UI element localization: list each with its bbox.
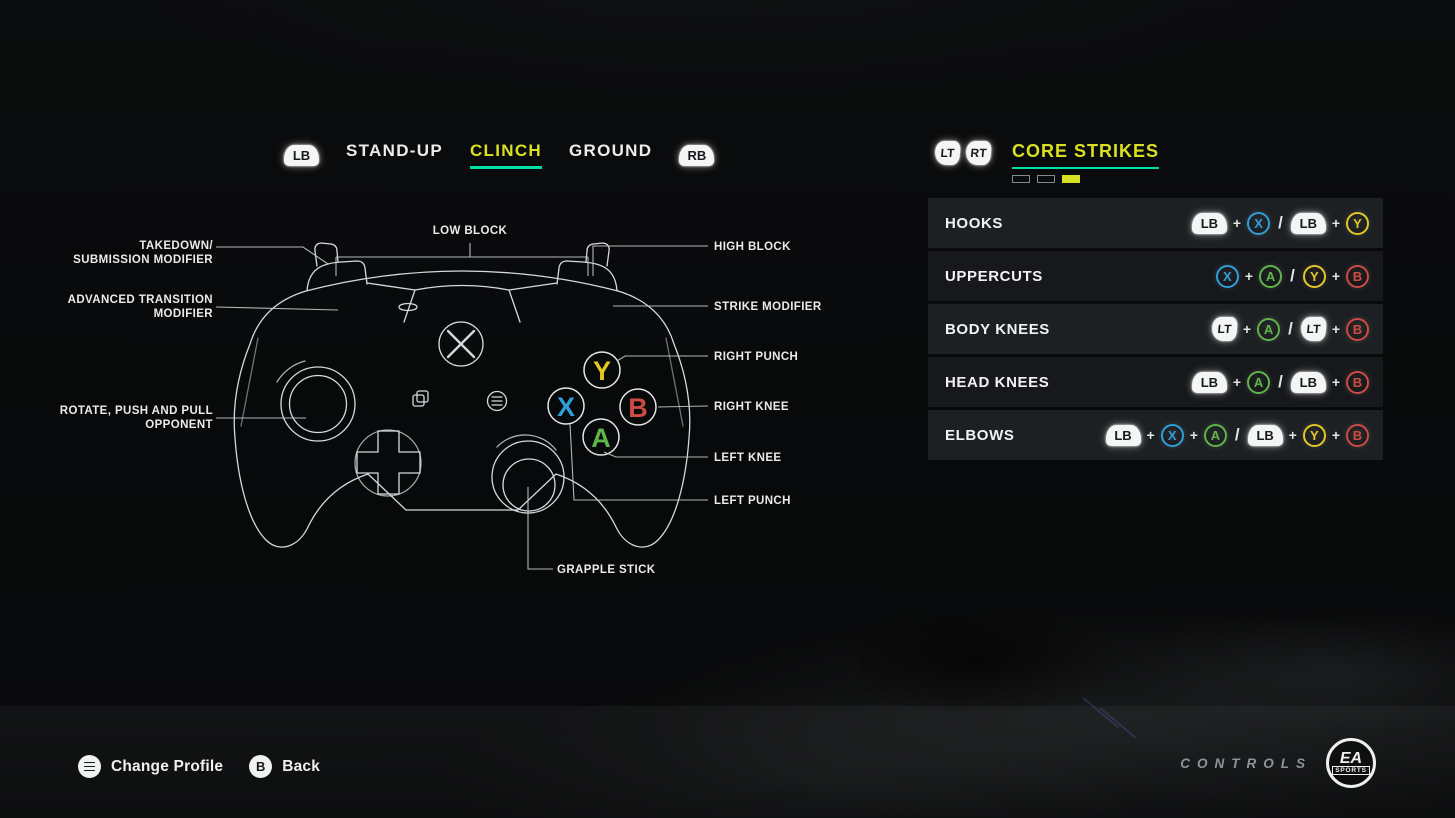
plus-separator: + [1331, 321, 1340, 337]
controls-title: CONTROLS [1180, 755, 1312, 771]
y-face-button-icon: Y [1302, 264, 1326, 288]
label-rotate-push-pull-opponent: ROTATE, PUSH AND PULL OPPONENT [59, 405, 213, 431]
y-face-button-icon: Y [1346, 211, 1369, 235]
lb-button-icon[interactable]: LB [284, 144, 319, 166]
button-combo: LB + X / LB + Y [1191, 211, 1369, 235]
plus-separator: + [1331, 374, 1340, 390]
footer-branding: CONTROLS EA SPORTS [1180, 738, 1376, 788]
ea-sports-logo: EA SPORTS [1326, 738, 1376, 788]
label-strike-modifier: STRIKE MODIFIER [714, 301, 822, 313]
y-face-button-icon: Y [1302, 423, 1326, 447]
stance-tab-bar: LB STAND-UP CLINCH GROUND RB [284, 141, 715, 169]
lb-button-icon: LB [1290, 212, 1326, 234]
footer-hints: Change Profile B Back [78, 755, 320, 778]
lb-button-icon: LB [1247, 424, 1283, 446]
page-dot [1062, 175, 1080, 183]
move-name: BODY KNEES [945, 320, 1050, 338]
plus-separator: + [1242, 321, 1252, 337]
label-right-knee: RIGHT KNEE [714, 401, 789, 413]
x-face-button-icon: X [1247, 211, 1271, 235]
a-face-button-icon: A [1259, 264, 1283, 288]
rb-button-icon[interactable]: RB [679, 144, 715, 166]
label-right-punch: RIGHT PUNCH [714, 351, 799, 363]
lb-button-icon: LB [1105, 424, 1141, 446]
panel-title: CORE STRIKES [1012, 141, 1160, 169]
slash-separator: / [1288, 319, 1293, 338]
tab-ground[interactable]: GROUND [568, 141, 653, 160]
plus-separator: + [1189, 427, 1198, 443]
menu-button-icon [78, 755, 101, 778]
button-combo: LB + A / LB + B [1191, 370, 1369, 394]
button-combo: LB + X + A / LB + Y + B [1105, 423, 1369, 447]
plus-separator: + [1244, 268, 1254, 284]
label-grapple-stick: GRAPPLE STICK [557, 564, 656, 576]
b-button-icon: B [249, 755, 273, 778]
button-combo: X + A / Y + B [1215, 264, 1369, 288]
plus-separator: + [1232, 215, 1242, 231]
label-left-knee: LEFT KNEE [714, 452, 782, 464]
plus-separator: + [1288, 427, 1297, 443]
page-dot [1037, 175, 1055, 183]
a-face-button-icon: A [1247, 370, 1271, 394]
smoke-brush-texture [860, 615, 1120, 715]
a-face-button-icon: A [1257, 317, 1281, 341]
plus-separator: + [1146, 427, 1155, 443]
control-row[interactable]: ELBOWS LB + X + A / LB + Y + B [928, 410, 1383, 460]
lb-button-icon: LB [1191, 371, 1227, 393]
label-high-block: HIGH BLOCK [714, 241, 791, 253]
b-face-button-icon: B [1346, 370, 1369, 394]
a-face-button-icon: A [1203, 423, 1227, 447]
rt-button-icon[interactable]: RT [964, 141, 993, 165]
lt-button-icon: LT [1299, 317, 1327, 341]
move-name: ELBOWS [945, 426, 1015, 444]
panel-header: LT RT CORE STRIKES [933, 141, 1160, 183]
button-combo: LT+A/LT+B [1210, 317, 1369, 341]
tab-stand-up[interactable]: STAND-UP [346, 141, 443, 160]
control-rows: HOOKS LB + X / LB + Y UPPERCUTS X + A / Y + B BODY KNEES… [928, 198, 1383, 463]
control-row[interactable]: HOOKS LB + X / LB + Y [928, 198, 1383, 248]
octagon-mat-texture [0, 706, 1455, 818]
plus-separator: + [1331, 268, 1340, 284]
label-takedown-submission-modifier: TAKEDOWN/ SUBMISSION MODIFIER [73, 240, 213, 266]
change-profile-label: Change Profile [111, 757, 224, 775]
page-indicator [1012, 175, 1159, 183]
plus-separator: + [1331, 215, 1340, 231]
ea-logo-text: EA [1339, 749, 1363, 767]
slash-separator: / [1290, 266, 1295, 285]
tab-clinch[interactable]: CLINCH [469, 141, 542, 169]
x-face-button-icon: X [1160, 423, 1184, 447]
lt-button-icon[interactable]: LT [933, 141, 962, 165]
control-row[interactable]: HEAD KNEES LB + A / LB + B [928, 357, 1383, 407]
lb-button-icon: LB [1191, 212, 1227, 234]
change-profile-hint[interactable]: Change Profile [78, 755, 223, 778]
slash-separator: / [1234, 425, 1240, 444]
ea-sports-text: SPORTS [1332, 765, 1370, 775]
plus-separator: + [1232, 374, 1242, 390]
slash-separator: / [1278, 213, 1283, 232]
b-face-button-icon: B [1346, 317, 1369, 341]
label-low-block: LOW BLOCK [432, 225, 508, 237]
back-label: Back [282, 757, 321, 775]
x-face-button-icon: X [1215, 264, 1239, 288]
label-left-punch: LEFT PUNCH [714, 495, 791, 507]
b-face-button-icon: B [1346, 264, 1369, 288]
b-face-button-icon: B [1346, 423, 1369, 447]
move-name: UPPERCUTS [945, 267, 1043, 285]
slash-separator: / [1278, 372, 1283, 391]
label-advanced-transition-modifier: ADVANCED TRANSITION MODIFIER [67, 294, 213, 320]
move-name: HEAD KNEES [945, 373, 1050, 391]
back-hint[interactable]: B Back [249, 755, 320, 778]
page-dot [1012, 175, 1030, 183]
plus-separator: + [1331, 427, 1340, 443]
control-row[interactable]: UPPERCUTS X + A / Y + B [928, 251, 1383, 301]
lb-button-icon: LB [1290, 371, 1326, 393]
lt-button-icon: LT [1210, 317, 1238, 341]
move-name: HOOKS [945, 214, 1004, 232]
